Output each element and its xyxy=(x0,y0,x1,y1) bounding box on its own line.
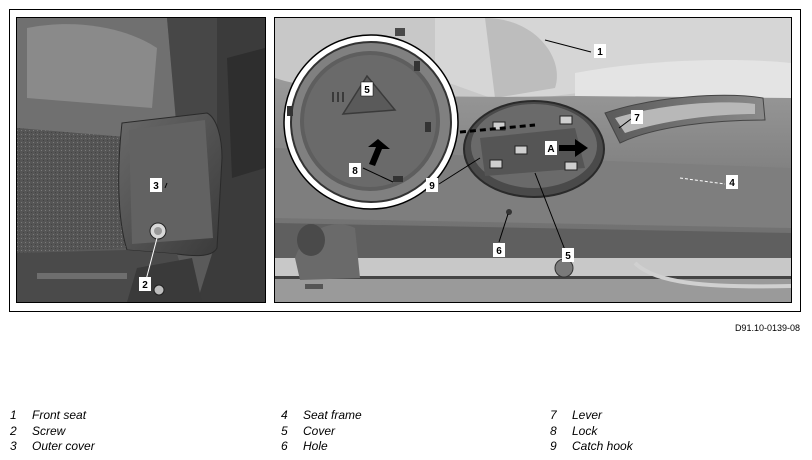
legend: 1 Front seat 2 Screw 3 Outer cover 4 Seat fr… xyxy=(10,408,810,456)
legend-item: 6 Hole xyxy=(281,439,362,455)
figure-id: D91.10-0139-08 xyxy=(734,323,800,333)
legend-item-text: Screw xyxy=(32,423,66,438)
svg-text:4: 4 xyxy=(729,178,735,189)
legend-item-number: 4 xyxy=(281,408,288,422)
callout-8: 8 xyxy=(349,163,361,177)
legend-column-2: 4 Seat frame 5 Cover 6 Hole xyxy=(281,408,362,455)
legend-item: 1 Front seat xyxy=(10,408,95,424)
photo-seat-frame-cover-drawing: 1 5 8 9 7 4 6 xyxy=(275,18,791,302)
legend-item-number: 9 xyxy=(550,439,557,453)
legend-item: 4 Seat frame xyxy=(281,408,362,424)
legend-item-text: Cover xyxy=(303,423,336,438)
legend-item: 9 Catch hook xyxy=(550,439,633,455)
callout-4: 4 xyxy=(726,175,738,189)
svg-text:8: 8 xyxy=(352,166,358,177)
figure-frame: 3 2 xyxy=(9,9,801,312)
photo-outer-cover-drawing: 3 2 xyxy=(17,18,265,302)
legend-item: 8 Lock xyxy=(550,424,633,440)
callout-2: 2 xyxy=(139,277,151,291)
svg-text:3: 3 xyxy=(153,181,159,192)
callout-9: 9 xyxy=(426,178,438,192)
photo-outer-cover: 3 2 xyxy=(16,17,266,303)
svg-text:9: 9 xyxy=(429,181,435,192)
legend-item-text: Seat frame xyxy=(303,408,362,422)
magnified-cover-inset xyxy=(283,28,459,210)
legend-item: 3 Outer cover xyxy=(10,439,95,455)
callout-7: 7 xyxy=(631,110,643,124)
legend-item-number: 6 xyxy=(281,439,288,453)
callout-3: 3 xyxy=(150,178,162,192)
legend-item-text: Hole xyxy=(303,439,328,453)
legend-column-3: 7 Lever 8 Lock 9 Catch hook xyxy=(550,408,633,455)
svg-text:6: 6 xyxy=(496,246,502,257)
legend-item: 2 Screw xyxy=(10,424,95,440)
legend-item: 5 Cover xyxy=(281,424,362,440)
legend-item-text: Catch hook xyxy=(572,439,633,453)
svg-text:5: 5 xyxy=(565,251,571,262)
legend-item-text: Front seat xyxy=(32,408,87,422)
arrow-label-a: A xyxy=(545,141,557,155)
photo-seat-frame-cover: 1 5 8 9 7 4 6 xyxy=(274,17,792,303)
legend-item-number: 2 xyxy=(10,423,17,438)
callout-5: 5 xyxy=(562,248,574,262)
legend-column-1: 1 Front seat 2 Screw 3 Outer cover xyxy=(10,408,95,455)
legend-item-text: Lock xyxy=(572,423,598,438)
legend-item-number: 3 xyxy=(10,439,17,453)
svg-text:5: 5 xyxy=(364,85,370,96)
legend-item-number: 7 xyxy=(550,408,557,422)
legend-item-text: Lever xyxy=(572,408,603,422)
svg-text:1: 1 xyxy=(597,47,603,58)
legend-item-text: Outer cover xyxy=(32,439,95,453)
callout-1: 1 xyxy=(594,44,606,58)
callout-5-inset: 5 xyxy=(360,81,374,97)
legend-item: 7 Lever xyxy=(550,408,633,424)
legend-item-number: 8 xyxy=(550,423,557,438)
svg-text:7: 7 xyxy=(634,113,640,124)
svg-text:2: 2 xyxy=(142,280,148,291)
legend-item-number: 5 xyxy=(281,423,288,438)
legend-item-number: 1 xyxy=(10,408,17,422)
callout-6: 6 xyxy=(493,243,505,257)
svg-text:A: A xyxy=(547,144,554,155)
